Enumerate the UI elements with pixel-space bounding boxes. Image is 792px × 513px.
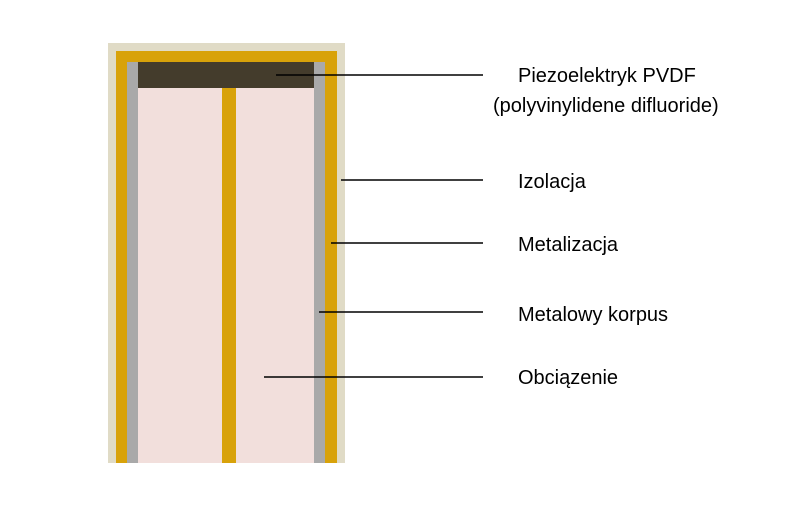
label-metalowy-korpus: Metalowy korpus	[518, 304, 668, 326]
label-metalizacja: Metalizacja	[518, 234, 619, 256]
center-metallization-strip	[222, 88, 236, 463]
label-piezo-line2: (polyvinylidene difluoride)	[493, 95, 719, 117]
label-izolacja: Izolacja	[518, 171, 587, 193]
label-obciazenie: Obciązenie	[518, 367, 618, 389]
label-piezo-line1: Piezoelektryk PVDF	[518, 65, 696, 87]
